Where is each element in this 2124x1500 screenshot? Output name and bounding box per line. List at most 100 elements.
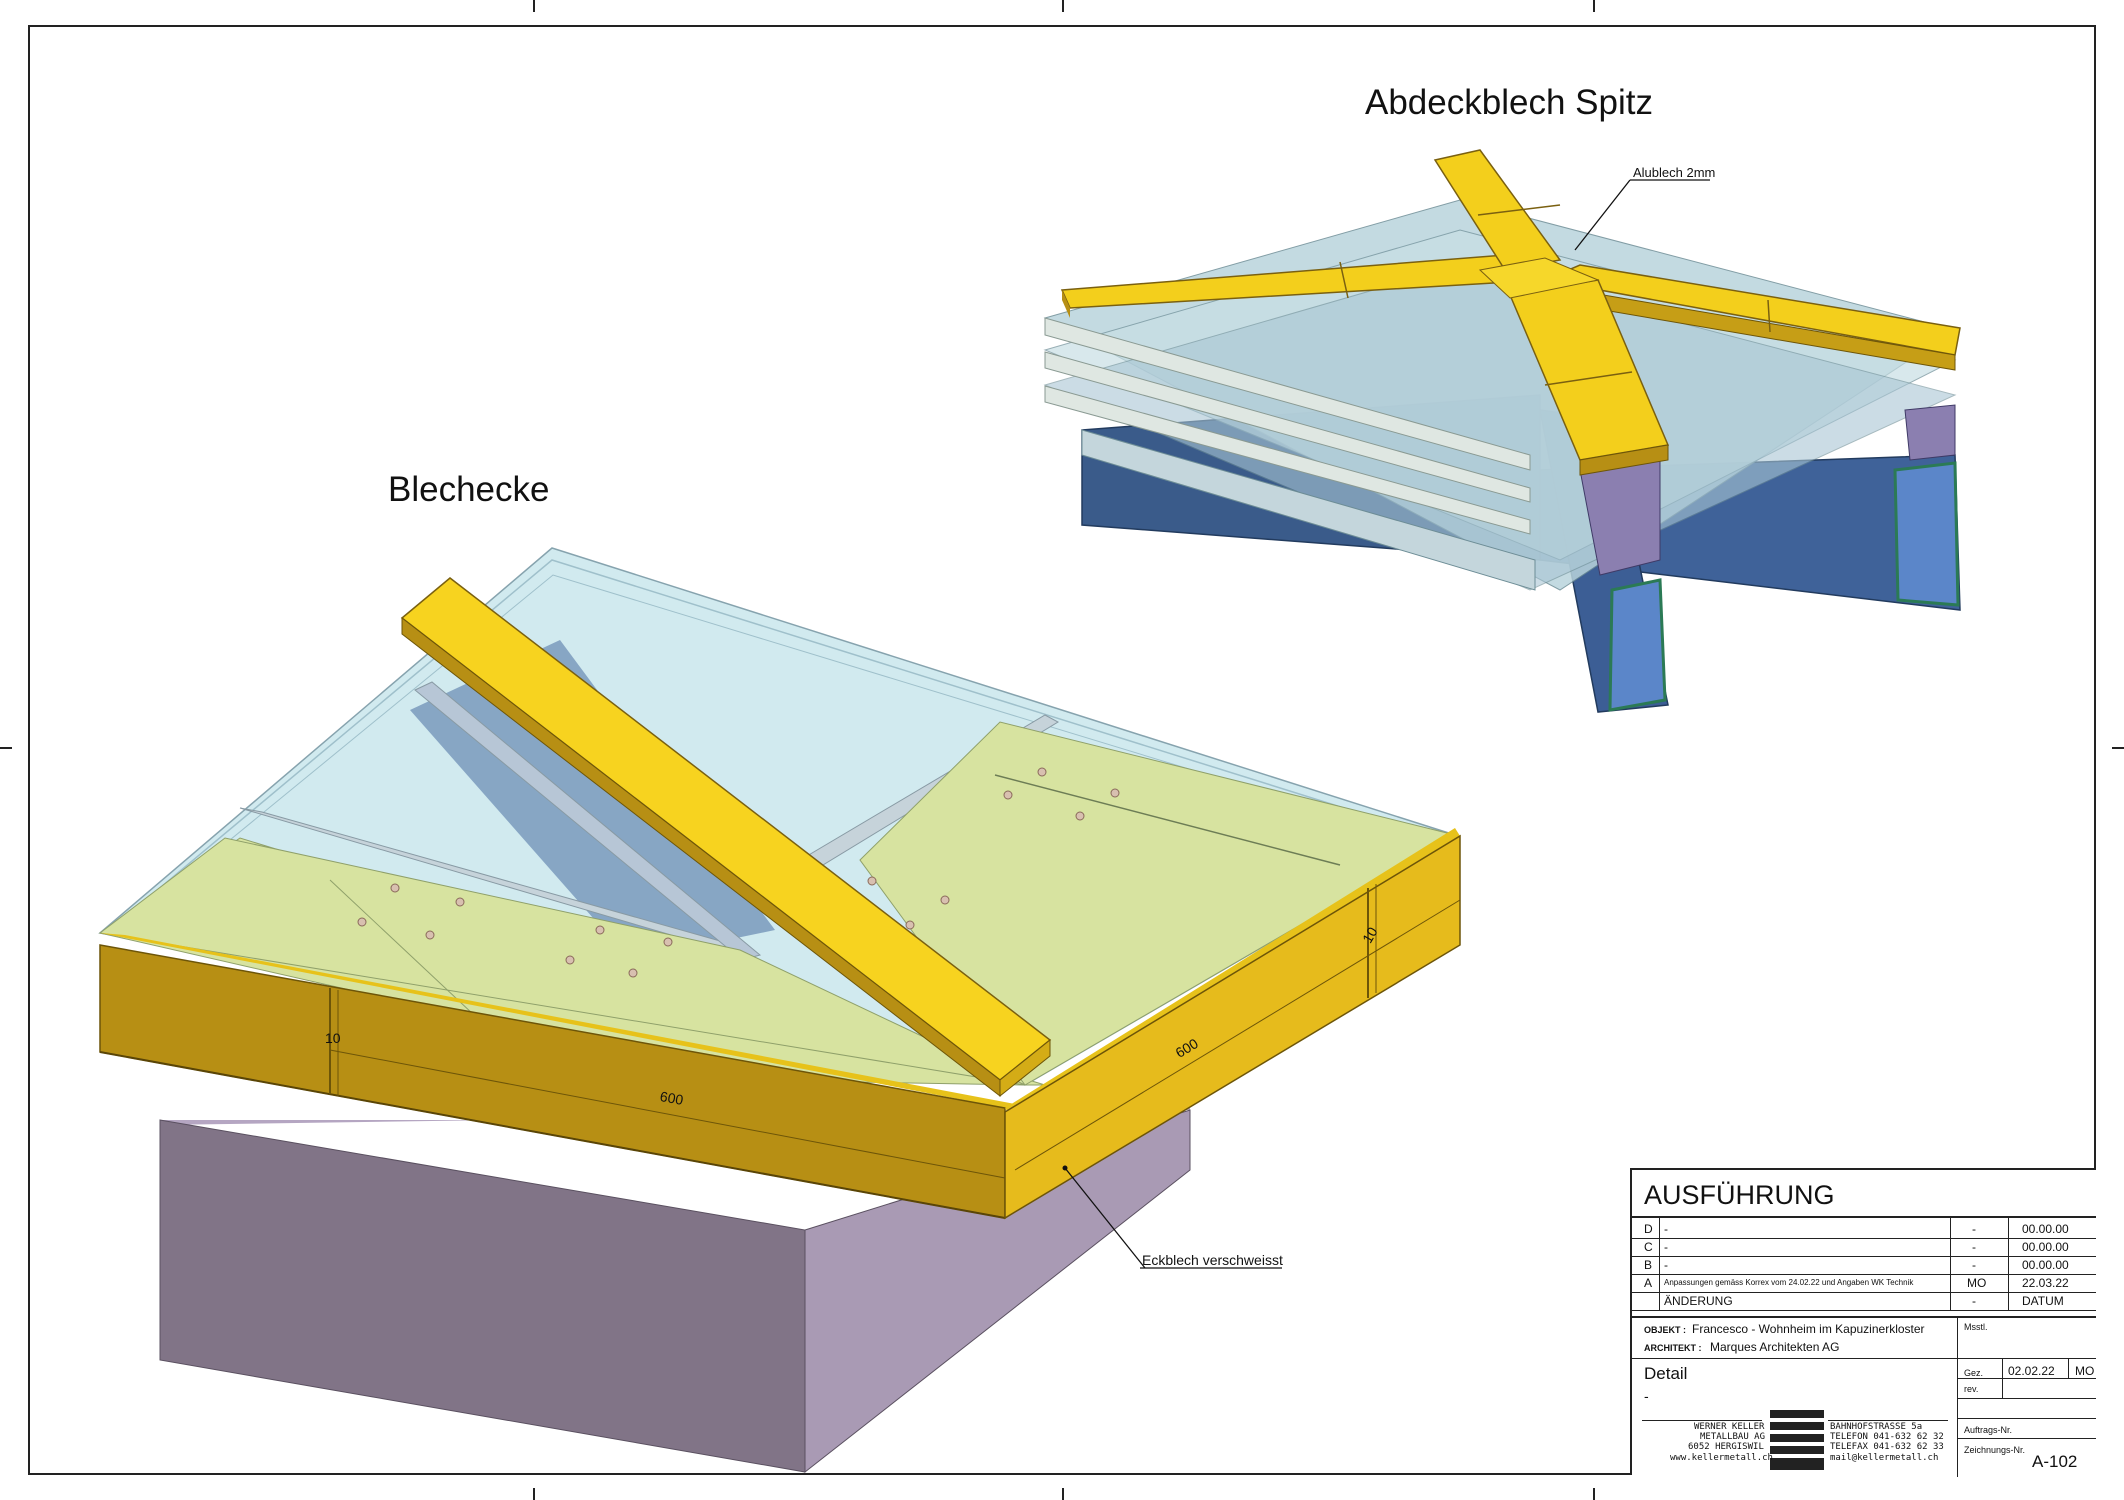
cover-joint — [1339, 261, 1349, 299]
steel-beam-right-inner — [1893, 461, 1960, 607]
frame-tick — [533, 0, 535, 12]
title-block-rule — [1828, 1420, 1948, 1421]
revision-row: A Anpassungen gemäss Korrex vom 24.02.22… — [1632, 1274, 2096, 1292]
objekt-value: Francesco - Wohnheim im Kapuzinerkloster — [1692, 1322, 1925, 1336]
title-block-rule — [2068, 1358, 2069, 1378]
gez-date: 02.02.22 — [2008, 1364, 2055, 1378]
address-line: TELEFON 041-632 62 32 — [1830, 1432, 1944, 1442]
revision-header-by: - — [1972, 1294, 1976, 1308]
cover-joint — [1477, 204, 1561, 216]
address-line: mail@kellermetall.ch — [1830, 1453, 1939, 1463]
logo-bar — [1770, 1458, 1824, 1470]
gez-by: MO — [2075, 1364, 2095, 1378]
plate-joint — [329, 879, 491, 1031]
title-block-rule — [1957, 1398, 2096, 1399]
glass-underside — [1081, 429, 1536, 591]
base-block-front — [159, 1119, 806, 1473]
msstl-label: Msstl. — [1964, 1322, 1988, 1332]
revision-letter: A — [1644, 1276, 1653, 1290]
glazing-rail — [1044, 317, 1531, 471]
detail-subtitle: - — [1644, 1388, 1649, 1404]
title-block-rule — [1957, 1378, 2096, 1379]
logo-bar — [1770, 1410, 1824, 1418]
plate-joint — [994, 774, 1341, 866]
title-block-rule — [1957, 1418, 2096, 1419]
revision-header-date: DATUM — [2022, 1294, 2064, 1308]
title-block-rule — [1957, 1358, 2096, 1359]
frame-right-face — [1004, 834, 1461, 1220]
title-block-rule — [1632, 1292, 2096, 1293]
logo-bar — [1770, 1446, 1824, 1454]
company-line: WERNER KELLER — [1694, 1422, 1765, 1432]
revision-by: - — [1972, 1222, 1976, 1236]
cover-joint — [1767, 299, 1771, 333]
glass-edge — [129, 574, 1426, 923]
rivets — [357, 767, 1120, 978]
revision-text: - — [1664, 1258, 1668, 1272]
revision-header-row: ÄNDERUNG - DATUM — [1632, 1292, 2096, 1310]
frame-tick — [1593, 0, 1595, 12]
title-block-rule — [1642, 1420, 1762, 1421]
eckblech-leader — [1064, 1167, 1146, 1269]
title-block-rule — [2008, 1218, 2009, 1310]
frame-tick — [1062, 1488, 1064, 1500]
frame-line — [329, 1049, 1006, 1179]
glazing-profile-view — [410, 640, 775, 960]
frame-front-edge — [99, 1051, 1006, 1219]
zeichnung-label: Zeichnungs-Nr. — [1964, 1445, 2026, 1455]
frame-tick — [1593, 1488, 1595, 1500]
detail-title: Detail — [1644, 1364, 1688, 1383]
revision-date: 22.03.22 — [2022, 1276, 2069, 1290]
revision-row: D - - 00.00.00 — [1632, 1220, 2096, 1238]
frame-line — [1014, 899, 1461, 1171]
glazing-rail — [1044, 351, 1531, 503]
revision-by: MO — [1967, 1276, 1987, 1290]
alublech-leader — [1574, 179, 1631, 251]
revision-text: - — [1664, 1240, 1668, 1254]
cover-center — [1478, 257, 1600, 299]
cover-arm-back — [1433, 149, 1562, 271]
frame-tick — [0, 747, 12, 749]
revision-text: Anpassungen gemäss Korrex vom 24.02.22 u… — [1664, 1278, 1914, 1287]
company-line: METALLBAU AG — [1700, 1432, 1766, 1442]
revision-by: - — [1972, 1258, 1976, 1272]
title-block-rule — [1632, 1316, 2096, 1318]
zeichnung-value: A-102 — [2032, 1452, 2078, 1471]
glass-edge — [111, 559, 1441, 929]
frame-tick — [533, 1488, 535, 1500]
company-line: www.kellermetall.ch — [1670, 1453, 1773, 1463]
glazing-rail — [1044, 385, 1531, 535]
revision-by: - — [1972, 1240, 1976, 1254]
title-block-rule — [1632, 1310, 2096, 1311]
steel-beam-front-inner — [1608, 578, 1667, 712]
address-line: BAHNHOFSTRASSE 5a — [1830, 1422, 1923, 1432]
rev-label: rev. — [1964, 1384, 1979, 1394]
leader-dot — [1062, 1165, 1068, 1171]
title-block-rule — [1957, 1438, 2096, 1439]
annotation-eckblech: Eckblech verschweisst — [1142, 1252, 1283, 1268]
architekt-label: ARCHITEKT : — [1644, 1343, 1702, 1353]
revision-row: B - - 00.00.00 — [1632, 1256, 2096, 1274]
revision-date: 00.00.00 — [2022, 1258, 2069, 1272]
title-block-rule — [1632, 1358, 1957, 1359]
cover-arm-front-side — [1579, 444, 1669, 476]
title-block-rule — [1632, 1274, 2096, 1275]
frame-tick — [1062, 0, 1064, 12]
auftrag-label: Auftrags-Nr. — [1964, 1425, 2013, 1435]
glazing-profile-rail — [414, 681, 762, 961]
revision-text: - — [1664, 1222, 1668, 1236]
title-block: AUSFÜHRUNG D - - 00.00.00 C - - 00.00.00… — [1630, 1168, 2096, 1477]
title-block-rule — [1632, 1238, 2096, 1239]
company-logo — [1764, 1410, 1824, 1472]
revision-letter: D — [1644, 1222, 1653, 1236]
heading-blechecke: Blechecke — [388, 470, 550, 509]
abdeckblech-drawing — [1043, 149, 1961, 713]
annotation-alublech: Alublech 2mm — [1633, 165, 1716, 180]
address-line: TELEFAX 041-632 62 33 — [1830, 1442, 1944, 1452]
revision-date: 00.00.00 — [2022, 1240, 2069, 1254]
revision-letter: C — [1644, 1240, 1653, 1254]
cover-bar-end — [999, 1038, 1051, 1098]
cover-joint — [1544, 371, 1633, 386]
blechecke-drawing — [98, 547, 1461, 1474]
